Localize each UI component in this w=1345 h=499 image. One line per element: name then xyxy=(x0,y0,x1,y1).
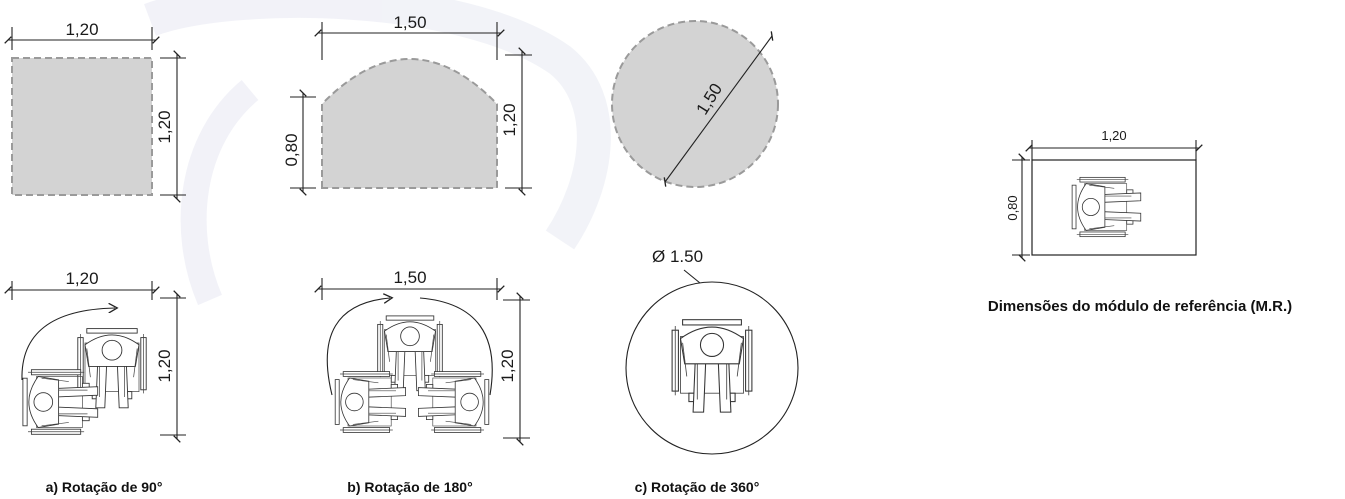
dim-height-label: 1,20 xyxy=(500,103,519,136)
panel-b: 1,50 0,80 1,20 1,50 1,20 b) Rotação de 1… xyxy=(282,13,532,495)
dim-height-label: 1,20 xyxy=(498,349,517,382)
wheelchair-user-icon xyxy=(1071,176,1142,238)
caption-b: b) Rotação de 180° xyxy=(347,479,472,495)
reference-module: 1,20 0,80 Dimensões do módulo de referên… xyxy=(988,128,1292,315)
module-caption: Dimensões do módulo de referência (M.R.) xyxy=(988,298,1292,315)
dim-width-label: 1,20 xyxy=(65,20,98,39)
rotation-arc xyxy=(21,308,115,381)
area-180-rotation xyxy=(321,58,498,189)
dim-width-label: 1,20 xyxy=(65,269,98,288)
wheelchair-user-icon xyxy=(671,319,753,413)
circle-diameter-label: Ø 1.50 xyxy=(652,247,703,266)
module-rectangle xyxy=(1031,159,1197,256)
caption-c: c) Rotação de 360° xyxy=(635,479,760,495)
dim-width-label: 1,50 xyxy=(393,13,426,32)
module-width-label: 1,20 xyxy=(1101,128,1126,143)
rotation-arc xyxy=(326,298,390,396)
panel-a: 1,20 1,20 1,20 1,20 a) Rotação de 90° xyxy=(4,20,186,495)
module-height-label: 0,80 xyxy=(1005,195,1020,220)
dim-width-label: 1,50 xyxy=(393,268,426,287)
watermark xyxy=(144,0,611,306)
dim-height-label: 1,20 xyxy=(155,349,174,382)
wheelchair-user-icon xyxy=(334,315,490,433)
panel-c: 1,50 Ø 1.50 c) Rotação de 360° xyxy=(611,20,799,495)
area-90-rotation xyxy=(11,57,153,196)
caption-a: a) Rotação de 90° xyxy=(46,479,163,495)
dim-height-label: 1,20 xyxy=(155,110,174,143)
rotation-circle xyxy=(625,281,799,455)
wheelchair-user-icon xyxy=(22,328,147,435)
dim-side-label: 0,80 xyxy=(282,133,301,166)
